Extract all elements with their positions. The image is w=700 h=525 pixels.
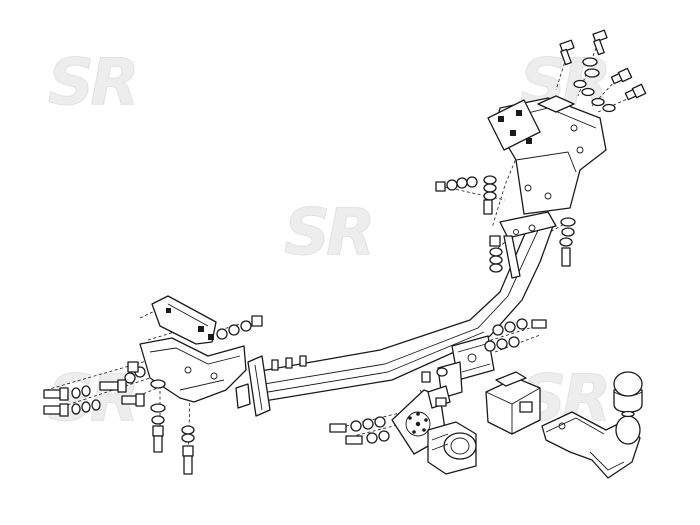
- bolt-top-2: [592, 29, 608, 56]
- watermark-top-left: SR: [48, 46, 135, 120]
- bolt-sets: [43, 29, 647, 475]
- tow-ball-neck: [541, 411, 641, 479]
- tow-ball-cover: [613, 371, 643, 418]
- left-mounting-bracket: [139, 295, 251, 409]
- right-mounting-bracket: [487, 95, 607, 215]
- bolt-top-3: [610, 67, 633, 85]
- watermark-center: SR: [284, 196, 371, 270]
- bolt-top-1: [559, 39, 575, 66]
- bolt-top-4: [624, 83, 647, 101]
- neck-clamp-block: [485, 371, 541, 435]
- electrical-socket: [427, 421, 477, 475]
- main-crossbar: [247, 211, 557, 417]
